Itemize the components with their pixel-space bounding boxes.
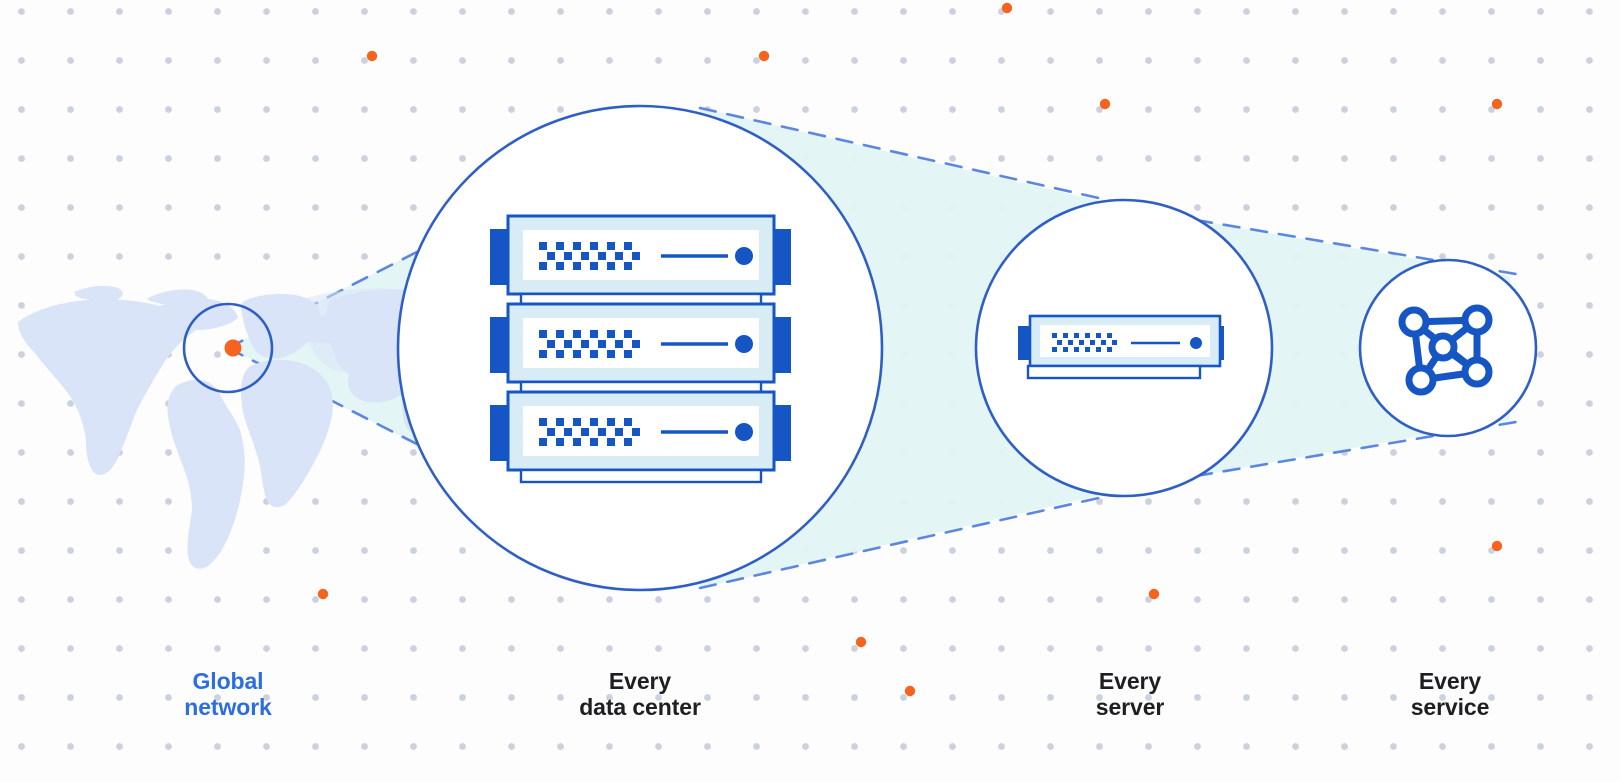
network-graph-icon	[1398, 304, 1493, 396]
highlight-dot	[1491, 98, 1503, 110]
highlight-dot	[855, 636, 867, 648]
global-network-zoom-ring	[182, 302, 274, 394]
vent-grid	[1052, 333, 1117, 352]
stage-label-every-service: Every service	[1410, 668, 1490, 720]
highlight-dot	[366, 50, 378, 62]
highlight-dot	[1099, 98, 1111, 110]
rack-unit	[490, 302, 791, 396]
stage-label-every-server: Every server	[1095, 668, 1165, 720]
highlight-dot	[1148, 588, 1160, 600]
rack-unit	[490, 214, 791, 308]
every-server-circle	[974, 198, 1274, 498]
status-led	[735, 335, 753, 353]
highlight-dot	[1491, 540, 1503, 552]
status-led	[1190, 337, 1202, 349]
server-unit-icon	[1018, 314, 1224, 380]
highlight-dot	[1001, 2, 1013, 14]
highlight-dot	[904, 685, 916, 697]
highlight-dot-group	[317, 2, 1503, 697]
highlight-dot	[317, 588, 329, 600]
stage-label-global-network: Global network	[184, 668, 272, 720]
vent-grid	[539, 242, 640, 270]
europe-marker-dot	[224, 339, 242, 357]
stage-label-every-data-center: Every data center	[579, 668, 701, 720]
status-led	[735, 247, 753, 265]
vent-grid	[539, 330, 640, 358]
every-service-circle	[1358, 258, 1538, 438]
every-data-center-circle	[396, 104, 884, 592]
server-rack-icon	[490, 214, 791, 484]
vent-grid	[539, 418, 640, 446]
highlight-dot	[758, 50, 770, 62]
status-led	[735, 423, 753, 441]
rack-unit	[490, 390, 791, 484]
